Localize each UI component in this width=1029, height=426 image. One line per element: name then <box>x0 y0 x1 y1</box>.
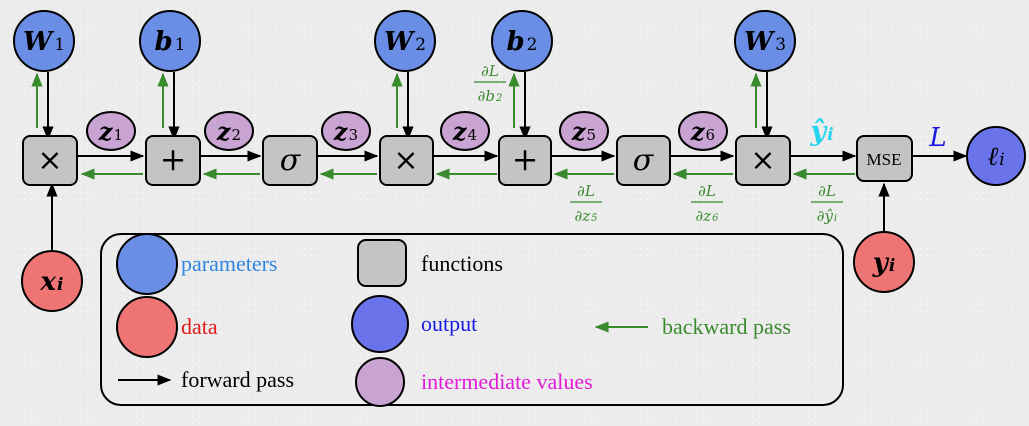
svg-text:W3: W3 <box>744 27 786 57</box>
legend-item-functions: functions <box>357 239 503 287</box>
node-li: ℓi <box>966 126 1026 186</box>
node-z4: z4 <box>440 111 490 151</box>
svg-text:+: + <box>160 140 187 178</box>
svg-text:ℓi: ℓi <box>987 142 1004 172</box>
svg-text:∂L: ∂L <box>577 182 595 200</box>
intermediate-nodes: z1 z2 z3 z4 z5 <box>86 111 728 151</box>
svg-text:functions: functions <box>421 251 503 276</box>
svg-text:output: output <box>421 311 477 336</box>
legend-box <box>100 233 844 406</box>
function-sigma1: σ <box>262 135 318 186</box>
function-mul1: × <box>22 135 78 186</box>
svg-text:MSE: MSE <box>867 150 902 169</box>
function-boxes: × + σ × + σ × MSE <box>22 135 913 186</box>
svg-text:z1: z1 <box>98 117 123 146</box>
node-yi: yi <box>853 231 915 293</box>
function-mse: MSE <box>856 135 913 182</box>
svg-text:∂z6: ∂z6 <box>695 207 719 225</box>
svg-text:yi: yi <box>872 248 896 278</box>
legend-item-backward: backward pass <box>594 314 791 339</box>
svg-text:∂L: ∂L <box>698 182 716 200</box>
backward-edges <box>31 72 855 180</box>
svg-text:backward pass: backward pass <box>662 314 791 339</box>
legend-item-data: data <box>116 296 218 358</box>
function-mul2: × <box>379 135 434 186</box>
function-add2: + <box>498 135 552 186</box>
data-nodes: xi yi <box>21 231 915 312</box>
node-xi: xi <box>21 250 83 312</box>
svg-text:+: + <box>512 140 539 178</box>
svg-text:z6: z6 <box>690 117 715 146</box>
grad-label-b2: ∂L ∂b2 <box>474 62 506 105</box>
svg-text:W2: W2 <box>384 27 426 57</box>
node-z6: z6 <box>678 111 728 151</box>
grad-label-z5: ∂L ∂z5 <box>570 182 602 225</box>
svg-text:data: data <box>181 314 218 339</box>
legend: parameters functions data output backwar… <box>100 233 844 407</box>
svg-text:xi: xi <box>40 267 64 297</box>
function-mul3: × <box>735 135 791 186</box>
grad-label-yhat: ∂L ∂ŷi <box>811 182 843 225</box>
svg-text:σ: σ <box>633 143 655 178</box>
svg-text:∂ŷi: ∂ŷi <box>817 207 837 225</box>
L-label: L <box>928 123 946 153</box>
svg-text:∂b2: ∂b2 <box>478 87 503 105</box>
svg-text:σ: σ <box>280 143 302 178</box>
svg-text:×: × <box>393 143 418 178</box>
function-add1: + <box>145 135 201 186</box>
gradient-labels: ∂L ∂b2 ∂L ∂z5 ∂L ∂z6 ∂L ∂ŷi <box>474 62 843 225</box>
function-sigma2: σ <box>616 135 671 186</box>
svg-text:z5: z5 <box>571 117 596 146</box>
grad-label-z6: ∂L ∂z6 <box>691 182 723 225</box>
forward-edges <box>42 72 968 250</box>
legend-item-output: output <box>351 295 477 353</box>
svg-text:W1: W1 <box>23 27 65 57</box>
yhat-label: ŷi <box>809 116 833 147</box>
svg-text:z3: z3 <box>333 117 358 146</box>
svg-text:b2: b2 <box>506 27 537 57</box>
svg-text:z4: z4 <box>452 117 477 146</box>
svg-text:forward pass: forward pass <box>181 367 294 392</box>
svg-text:∂L: ∂L <box>481 62 499 80</box>
svg-text:×: × <box>37 143 62 178</box>
node-z1: z1 <box>86 111 136 151</box>
node-z3: z3 <box>321 111 371 151</box>
svg-text:∂L: ∂L <box>818 182 836 200</box>
legend-item-forward: forward pass <box>118 367 294 392</box>
svg-text:z2: z2 <box>216 117 241 146</box>
svg-text:parameters: parameters <box>181 251 278 276</box>
legend-item-intermediate: intermediate values <box>355 357 593 407</box>
node-z2: z2 <box>204 111 254 151</box>
svg-text:×: × <box>750 143 775 178</box>
legend-item-parameters: parameters <box>116 233 278 295</box>
svg-text:∂z5: ∂z5 <box>574 207 597 225</box>
node-z5: z5 <box>559 111 609 151</box>
svg-text:b1: b1 <box>154 27 185 57</box>
svg-text:intermediate values: intermediate values <box>421 369 593 394</box>
